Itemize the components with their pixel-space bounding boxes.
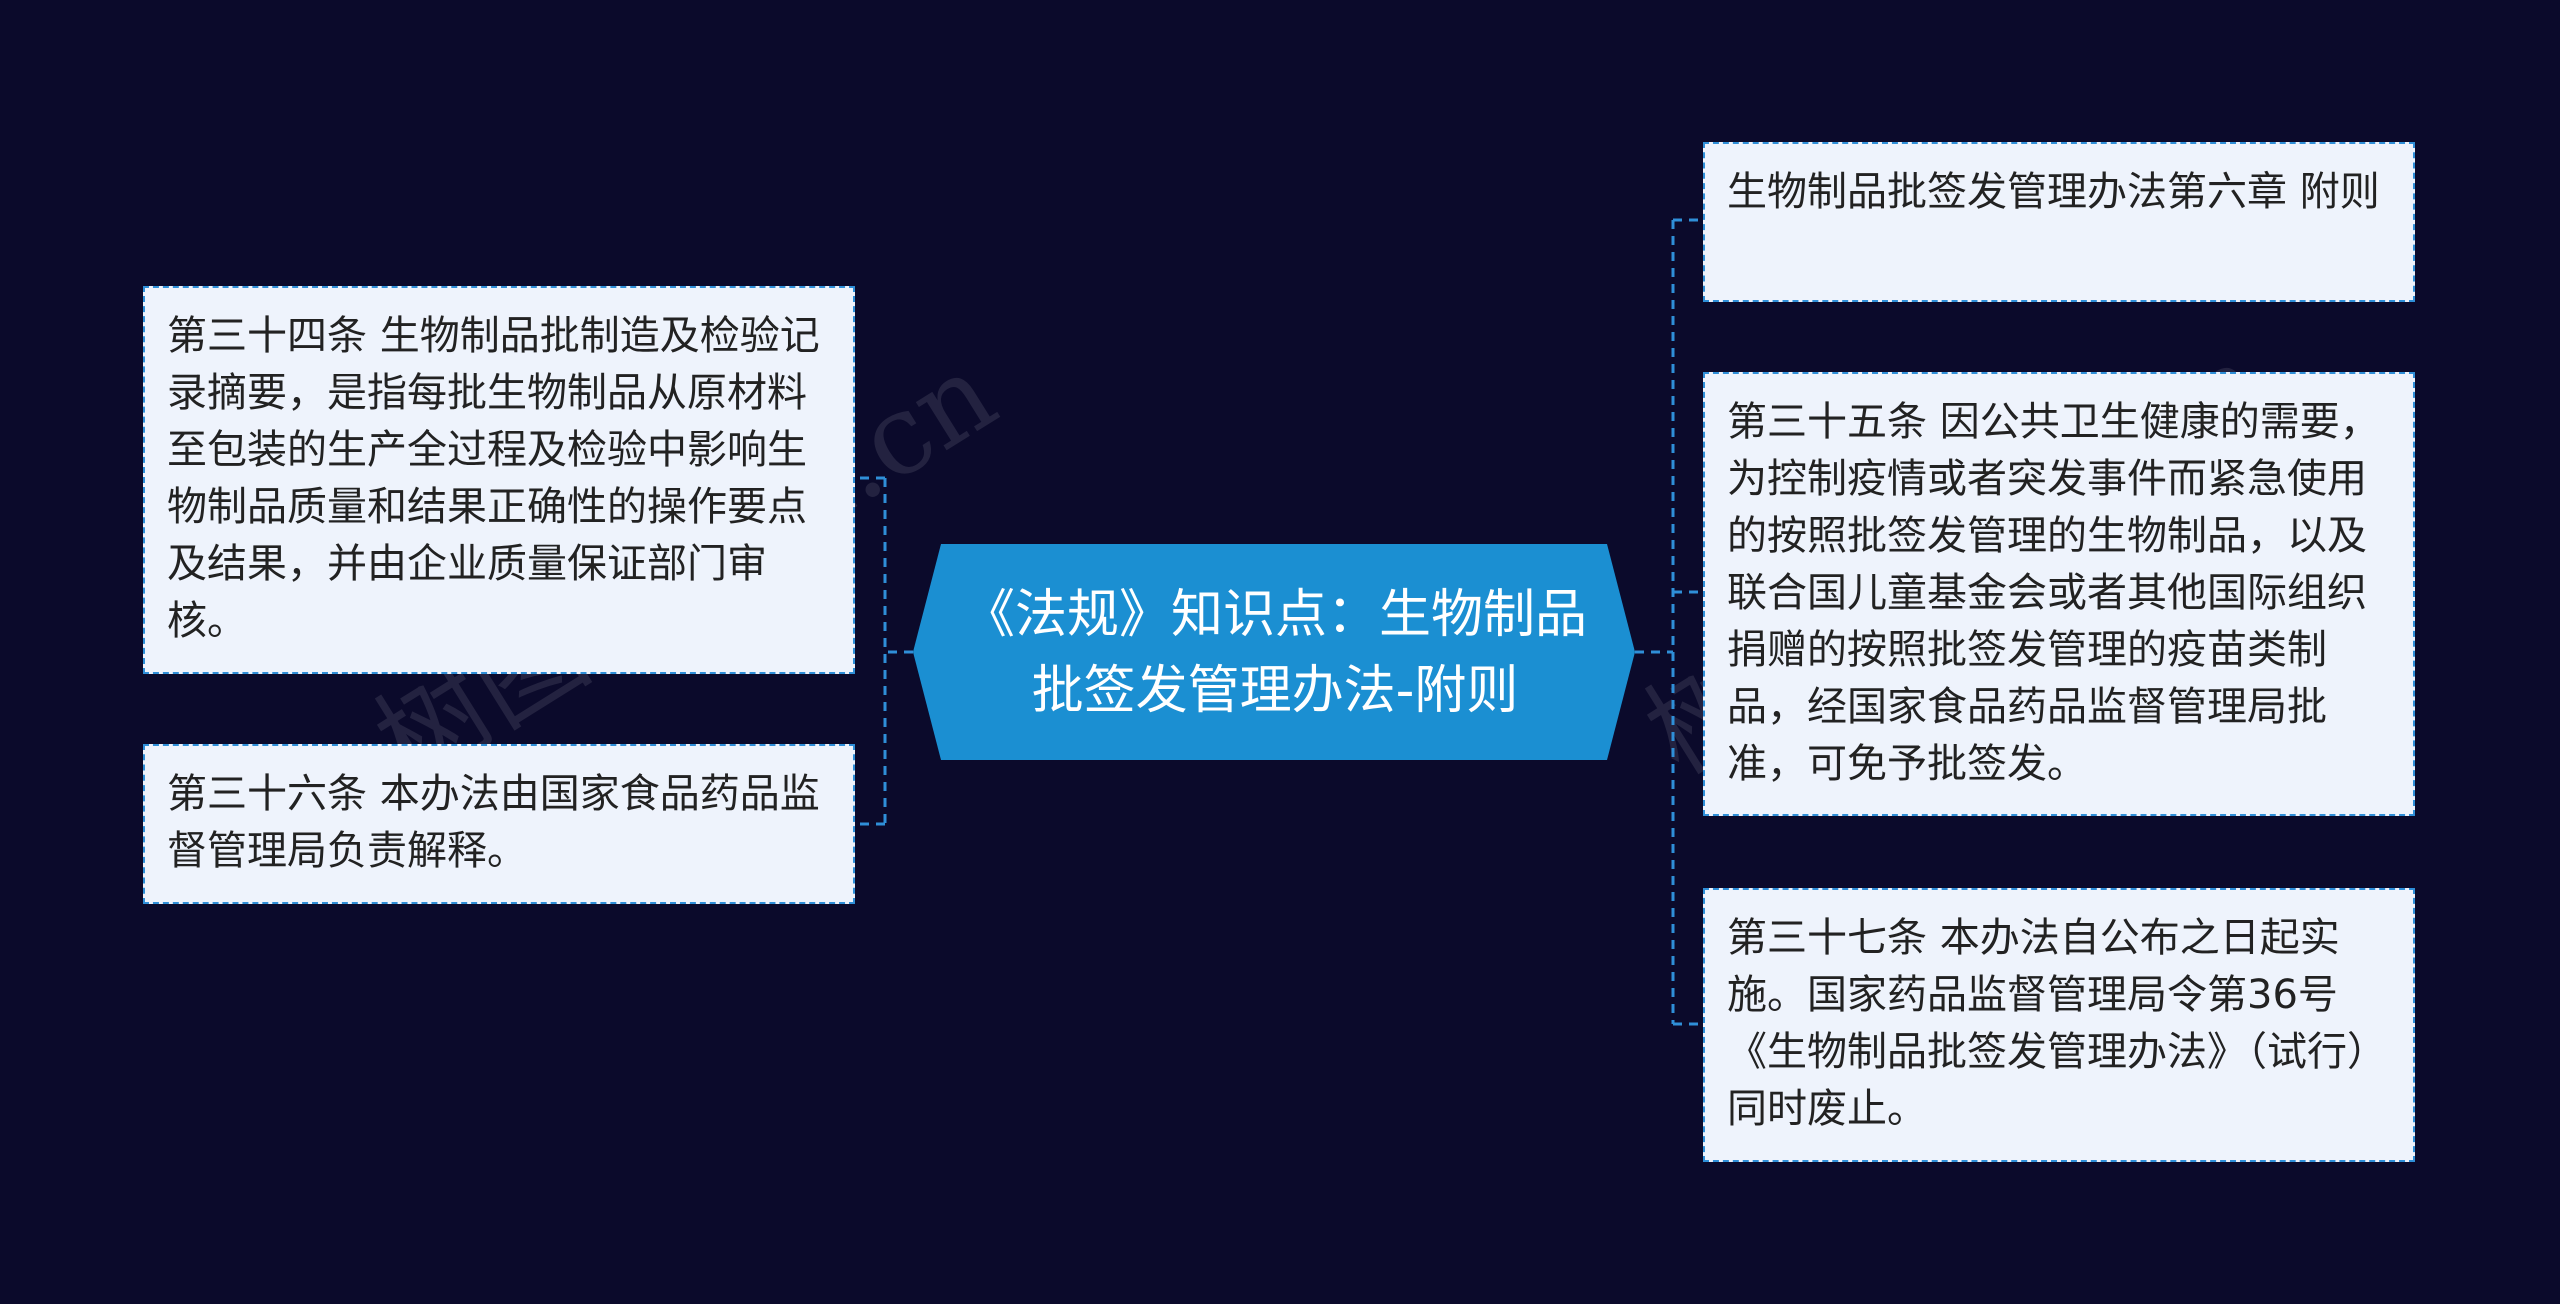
topic-node-article-35[interactable]: 第三十五条 因公共卫生健康的需要，为控制疫情或者突发事件而紧急使用的按照批签发管… xyxy=(1703,372,2415,816)
connector-right-trunk xyxy=(1635,218,1703,1026)
topic-node-text: 第三十四条 生物制品批制造及检验记录摘要，是指每批生物制品从原材料至包装的生产全… xyxy=(167,313,820,644)
topic-node-text: 第三十七条 本办法自公布之日起实施。国家药品监督管理局令第36号《生物制品批签发… xyxy=(1727,915,2387,1132)
root-node-shape xyxy=(913,544,1635,760)
topic-node-text: 第三十六条 本办法由国家食品药品监督管理局负责解释。 xyxy=(167,771,820,874)
root-node-hexagon xyxy=(913,544,1635,760)
topic-node-article-36[interactable]: 第三十六条 本办法由国家食品药品监督管理局负责解释。 xyxy=(143,744,855,904)
connector-left-trunk xyxy=(855,476,913,826)
topic-node-article-37[interactable]: 第三十七条 本办法自公布之日起实施。国家药品监督管理局令第36号《生物制品批签发… xyxy=(1703,888,2415,1162)
topic-node-text: 第三十五条 因公共卫生健康的需要，为控制疫情或者突发事件而紧急使用的按照批签发管… xyxy=(1727,399,2380,787)
topic-node-chapter-6[interactable]: 生物制品批签发管理办法第六章 附则 xyxy=(1703,142,2415,302)
topic-node-article-34[interactable]: 第三十四条 生物制品批制造及检验记录摘要，是指每批生物制品从原材料至包装的生产全… xyxy=(143,286,855,674)
root-node[interactable]: 《法规》知识点：生物制品批签发管理办法-附则 xyxy=(960,568,1590,738)
root-node-title: 《法规》知识点：生物制品批签发管理办法-附则 xyxy=(962,585,1587,721)
topic-node-text: 生物制品批签发管理办法第六章 附则 xyxy=(1727,169,2380,215)
